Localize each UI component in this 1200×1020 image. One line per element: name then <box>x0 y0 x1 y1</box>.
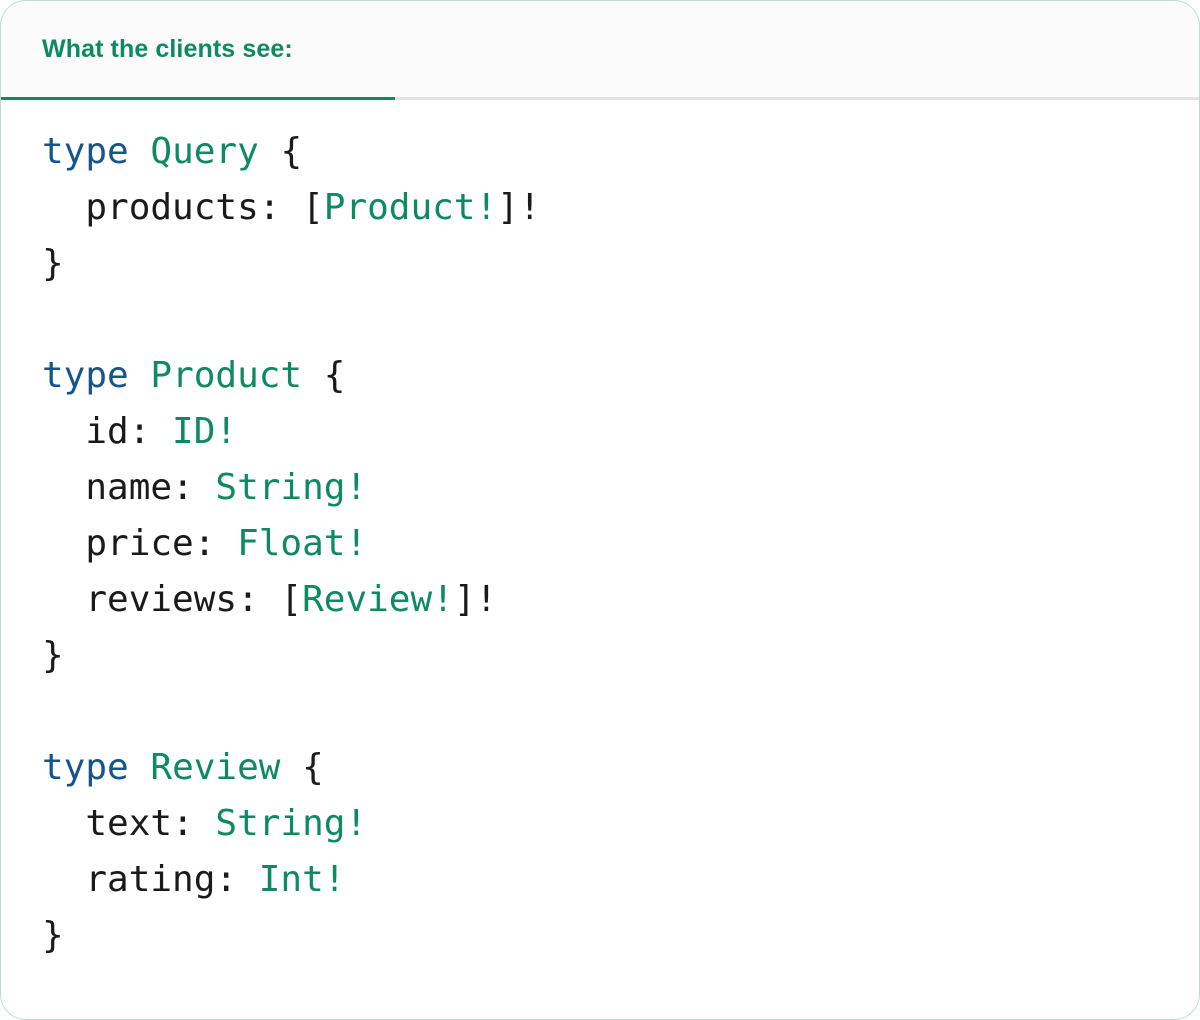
code-token: reviews: [ <box>42 579 303 620</box>
code-line: } <box>42 236 1199 292</box>
tab-what-the-clients-see[interactable]: What the clients see: <box>1 1 395 100</box>
code-blank-line <box>42 292 1199 348</box>
code-token: Review! <box>302 579 454 620</box>
code-panel[interactable]: type Query { products: [Product!]!} type… <box>1 100 1199 1018</box>
tab-bar: What the clients see: <box>1 1 1199 100</box>
code-token: products: [ <box>42 187 324 228</box>
code-line: reviews: [Review!]! <box>42 572 1199 628</box>
code-token: Int! <box>258 859 346 900</box>
code-token: text: <box>42 803 216 844</box>
code-token: price: <box>42 523 238 564</box>
code-token <box>129 131 151 172</box>
code-token: Float! <box>237 523 368 564</box>
code-line: type Review { <box>42 740 1199 796</box>
code-token: { <box>302 355 346 396</box>
code-token: ID! <box>172 411 238 452</box>
code-token: Product <box>150 355 303 396</box>
graphql-schema-code: type Query { products: [Product!]!} type… <box>42 124 1199 964</box>
tab-label: What the clients see: <box>42 34 293 63</box>
code-token: ]! <box>497 187 541 228</box>
code-token: String! <box>215 467 368 508</box>
code-token: name: <box>42 467 216 508</box>
code-token: id: <box>42 411 173 452</box>
code-token: Product! <box>323 187 498 228</box>
code-line: id: ID! <box>42 404 1199 460</box>
code-line: rating: Int! <box>42 852 1199 908</box>
code-token: } <box>42 635 64 676</box>
code-token: Review <box>150 747 281 788</box>
code-token <box>129 355 151 396</box>
code-line: products: [Product!]! <box>42 180 1199 236</box>
code-blank-line <box>42 684 1199 740</box>
code-line: } <box>42 908 1199 964</box>
code-token: String! <box>215 803 368 844</box>
code-token: ]! <box>453 579 498 620</box>
code-token: { <box>258 131 303 172</box>
code-token <box>129 747 151 788</box>
code-line: text: String! <box>42 796 1199 852</box>
code-token: { <box>280 747 324 788</box>
code-token: Query <box>150 131 259 172</box>
code-line: price: Float! <box>42 516 1199 572</box>
code-token: type <box>42 747 129 788</box>
code-token: } <box>42 915 64 956</box>
code-line: name: String! <box>42 460 1199 516</box>
code-token: type <box>42 131 129 172</box>
code-token: } <box>42 243 64 284</box>
code-line: type Product { <box>42 348 1199 404</box>
code-line: type Query { <box>42 124 1199 180</box>
code-line: } <box>42 628 1199 684</box>
code-token: type <box>42 355 129 396</box>
code-token: rating: <box>42 859 259 900</box>
